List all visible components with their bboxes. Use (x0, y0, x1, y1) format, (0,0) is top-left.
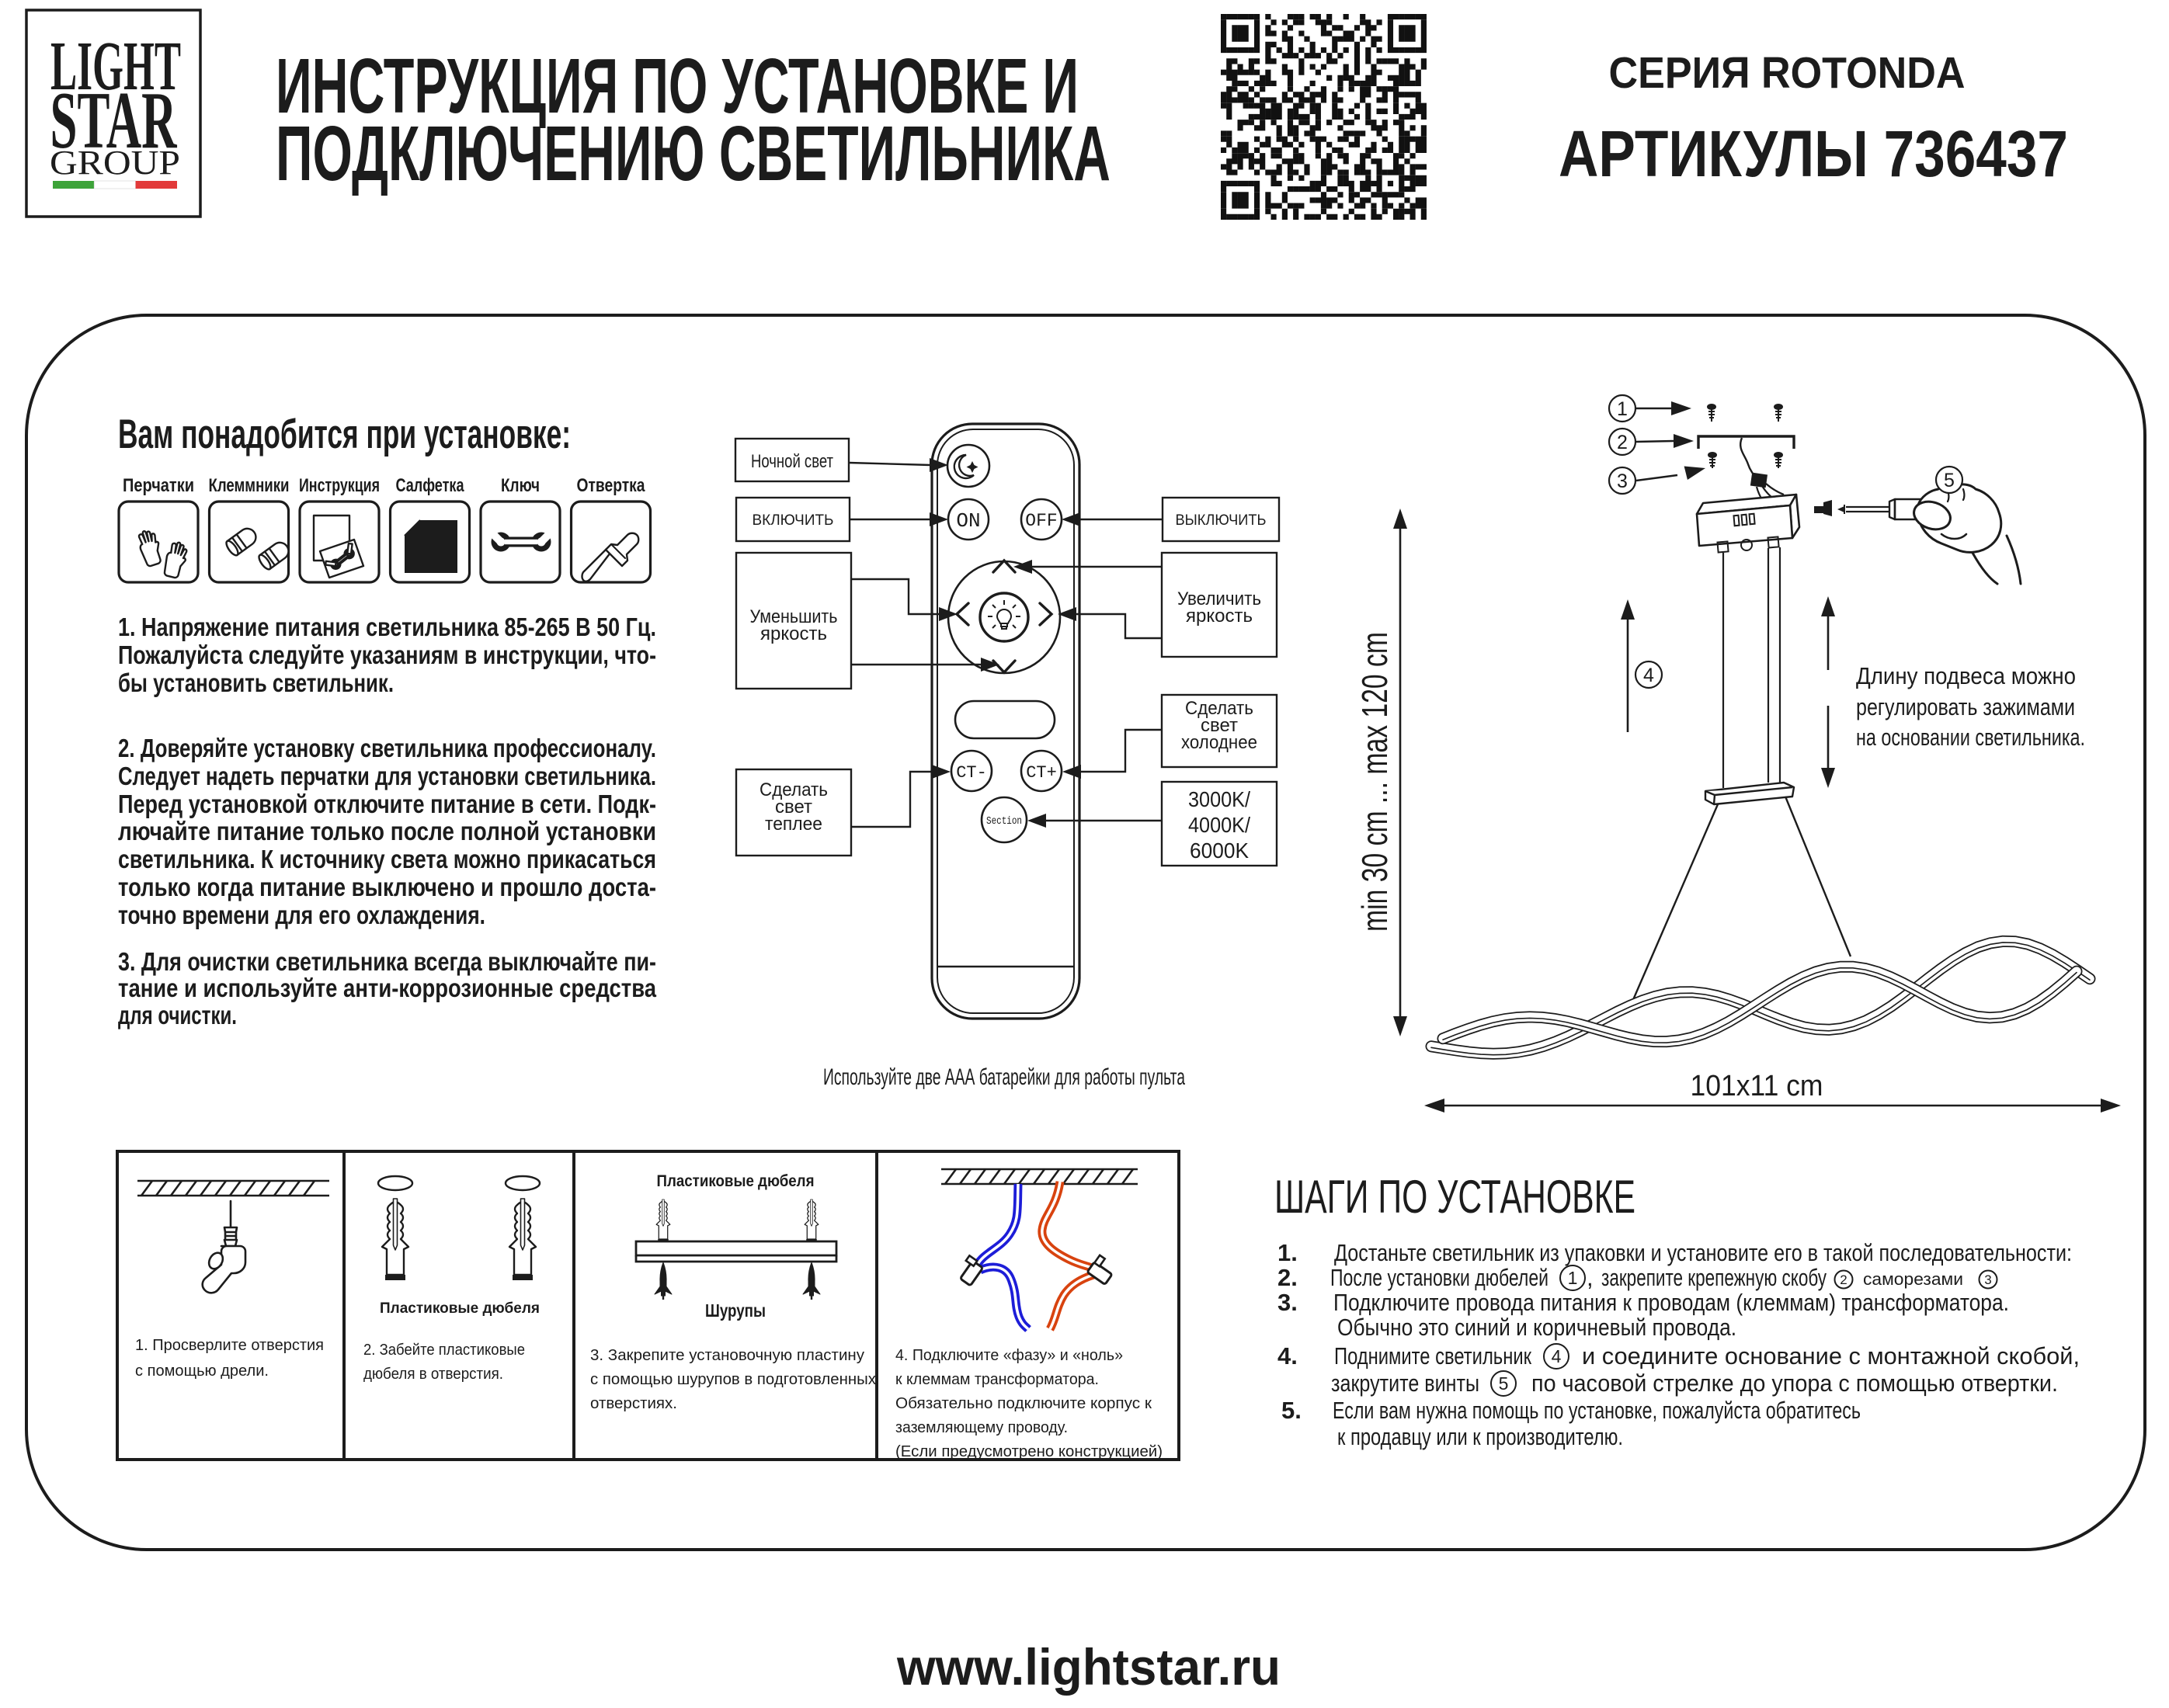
svg-text:GROUP: GROUP (50, 144, 180, 182)
svg-text:STAR: STAR (50, 75, 178, 165)
svg-text:тание и используйте анти-корро: тание и используйте анти-коррозионные ср… (118, 974, 656, 1003)
svg-text:с помощью дрели.: с помощью дрели. (135, 1362, 269, 1380)
svg-text:по часовой стрелке до упора с: по часовой стрелке до упора с помощью от… (1531, 1370, 2058, 1397)
svg-text:Шурупы: Шурупы (705, 1300, 766, 1321)
svg-text:ПОДКЛЮЧЕНИЮ СВЕТИЛЬНИКА: ПОДКЛЮЧЕНИЮ СВЕТИЛЬНИКА (276, 110, 1111, 197)
svg-text:Пластиковые дюбеля: Пластиковые дюбеля (380, 1300, 540, 1317)
svg-text:5.: 5. (1281, 1397, 1302, 1424)
svg-text:6000K: 6000K (1190, 838, 1249, 863)
svg-text:теплее: теплее (765, 814, 822, 835)
svg-text:для очистки.: для очистки. (118, 1002, 237, 1030)
svg-text:OFF: OFF (1025, 511, 1057, 531)
svg-text:4. Подключите «фазу» и «ноль»: 4. Подключите «фазу» и «ноль» (895, 1346, 1123, 1364)
svg-text:4: 4 (1552, 1346, 1562, 1366)
svg-text:Используйте две ААА батарейки: Используйте две ААА батарейки для работы… (823, 1064, 1185, 1090)
svg-text:Section: Section (986, 816, 1022, 828)
svg-text:СЕРИЯ ROTONDA: СЕРИЯ ROTONDA (1609, 48, 1966, 98)
svg-text:Поднимите светильник: Поднимите светильник (1334, 1342, 1531, 1370)
svg-text:Ночной свет: Ночной свет (751, 451, 833, 472)
svg-text:закрутите винты: закрутите винты (1331, 1370, 1479, 1397)
svg-text:точно времени для его охлажден: точно времени для его охлаждения. (118, 901, 485, 930)
svg-text:101x11 cm: 101x11 cm (1691, 1070, 1823, 1102)
svg-text:1: 1 (1568, 1268, 1578, 1288)
svg-text:АРТИКУЛЫ 736437: АРТИКУЛЫ 736437 (1559, 117, 2068, 190)
svg-text:Если вам нужна помощь по устан: Если вам нужна помощь по установке, пожа… (1333, 1397, 1861, 1424)
svg-text:дюбеля в отверстия.: дюбеля в отверстия. (363, 1365, 503, 1383)
svg-text:,: , (1587, 1264, 1594, 1291)
svg-text:CT-: CT- (956, 763, 987, 783)
svg-text:После установки дюбелей: После установки дюбелей (1330, 1264, 1549, 1291)
svg-text:Пластиковые дюбеля: Пластиковые дюбеля (657, 1172, 815, 1190)
svg-text:только когда питание выключено: только когда питание выключено и прошло … (118, 873, 656, 902)
svg-text:с помощью шурупов в подготовле: с помощью шурупов в подготовленных (590, 1370, 877, 1388)
svg-text:регулировать зажимами: регулировать зажимами (1856, 693, 2075, 720)
svg-text:Обычно это синий и коричневый: Обычно это синий и коричневый провода. (1337, 1314, 1736, 1341)
svg-text:Ключ: Ключ (501, 475, 540, 496)
svg-text:Салфетка: Салфетка (396, 475, 464, 496)
svg-text:ВЫКЛЮЧИТЬ: ВЫКЛЮЧИТЬ (1176, 512, 1267, 529)
svg-text:ВКЛЮЧИТЬ: ВКЛЮЧИТЬ (753, 512, 834, 529)
svg-text:www.lightstar.ru: www.lightstar.ru (896, 1638, 1281, 1696)
svg-text:2: 2 (1617, 432, 1628, 453)
svg-text:3.: 3. (1277, 1289, 1298, 1316)
svg-text:1: 1 (1617, 398, 1628, 420)
svg-text:4: 4 (1643, 665, 1654, 686)
svg-text:5: 5 (1499, 1373, 1509, 1394)
svg-text:заземляющему проводу.: заземляющему проводу. (895, 1418, 1068, 1436)
svg-text:и соедините основание с монтаж: и соедините основание с монтажной скобой… (1582, 1342, 2080, 1370)
svg-text:Клеммники: Клеммники (209, 475, 290, 496)
svg-text:яркость: яркость (1186, 606, 1253, 627)
svg-text:1. Напряжение питания светильн: 1. Напряжение питания светильника 85-265… (118, 613, 656, 642)
svg-text:3: 3 (1984, 1272, 1991, 1287)
svg-text:свет: свет (1201, 715, 1238, 736)
svg-text:Инструкция: Инструкция (299, 475, 380, 496)
svg-text:1.: 1. (1277, 1239, 1298, 1266)
svg-text:2.: 2. (1277, 1264, 1298, 1291)
svg-text:Уменьшить: Уменьшить (750, 606, 838, 627)
svg-text:Длину подвеса можно: Длину подвеса можно (1856, 662, 2076, 689)
svg-text:3: 3 (1617, 470, 1628, 492)
svg-text:LIGHT: LIGHT (50, 28, 181, 105)
svg-text:3. Закрепите установочную плас: 3. Закрепите установочную пластину (590, 1346, 865, 1364)
svg-text:Подключите провода питания к п: Подключите провода питания к проводам (к… (1333, 1289, 2009, 1316)
svg-text:лючайте питание только после п: лючайте питание только после полной уста… (118, 818, 656, 846)
svg-text:Достаньте светильник из упаков: Достаньте светильник из упаковки и устан… (1334, 1239, 2072, 1266)
svg-text:Вам понадобится при установке:: Вам понадобится при установке: (118, 411, 571, 457)
svg-text:1. Просверлите отверстия: 1. Просверлите отверстия (135, 1336, 324, 1354)
svg-text:ШАГИ ПО УСТАНОВКЕ: ШАГИ ПО УСТАНОВКЕ (1274, 1171, 1635, 1223)
svg-text:к клеммам трансформатора.: к клеммам трансформатора. (895, 1370, 1099, 1388)
svg-text:5: 5 (1944, 470, 1955, 491)
svg-text:Сделать: Сделать (759, 779, 828, 800)
svg-text:свет: свет (775, 797, 812, 818)
svg-text:холоднее: холоднее (1181, 732, 1257, 753)
svg-text:Следует надеть перчатки для ус: Следует надеть перчатки для установки св… (118, 762, 656, 791)
svg-text:min 30 cm ... max 120 cm: min 30 cm ... max 120 cm (1354, 632, 1395, 932)
svg-text:Отвертка: Отвертка (577, 475, 646, 496)
svg-text:бы установить светильник.: бы установить светильник. (118, 669, 394, 698)
svg-text:отверстиях.: отверстиях. (590, 1394, 677, 1412)
svg-text:Увеличить: Увеличить (1177, 588, 1261, 609)
svg-text:саморезами: саморезами (1863, 1269, 1963, 1289)
svg-text:2. Доверяйте установку светиль: 2. Доверяйте установку светильника профе… (118, 734, 656, 763)
svg-text:2. Забейте пластиковые: 2. Забейте пластиковые (363, 1341, 525, 1359)
svg-text:3000K/: 3000K/ (1188, 787, 1250, 811)
svg-text:ИНСТРУКЦИЯ ПО УСТАНОВКЕ И: ИНСТРУКЦИЯ ПО УСТАНОВКЕ И (276, 43, 1079, 130)
svg-text:Пожалуйста следуйте указаниям: Пожалуйста следуйте указаниям в инструкц… (118, 641, 656, 670)
svg-text:ON: ON (956, 509, 980, 533)
svg-text:4000K/: 4000K/ (1188, 813, 1250, 837)
svg-text:Перчатки: Перчатки (123, 475, 194, 496)
svg-text:Сделать: Сделать (1185, 698, 1253, 719)
svg-text:на основании светильника.: на основании светильника. (1856, 724, 2085, 751)
svg-text:Перед установкой отключите пит: Перед установкой отключите питание в сет… (118, 790, 656, 819)
svg-text:светильника. К источнику света: светильника. К источнику света можно при… (118, 845, 656, 874)
svg-text:CT+: CT+ (1026, 763, 1057, 783)
svg-text:яркость: яркость (760, 623, 827, 644)
svg-text:3. Для очистки светильника все: 3. Для очистки светильника всегда выключ… (118, 948, 656, 977)
svg-text:(Если предусмотрено конструкци: (Если предусмотрено конструкцией) (895, 1442, 1163, 1460)
svg-text:Обязательно подключите корпус: Обязательно подключите корпус к (895, 1394, 1152, 1412)
svg-text:закрепите крепежную скобу: закрепите крепежную скобу (1601, 1264, 1827, 1291)
svg-text:к продавцу или к производителю: к продавцу или к производителю. (1337, 1423, 1623, 1450)
svg-text:2: 2 (1840, 1272, 1847, 1287)
svg-text:4.: 4. (1277, 1342, 1298, 1370)
